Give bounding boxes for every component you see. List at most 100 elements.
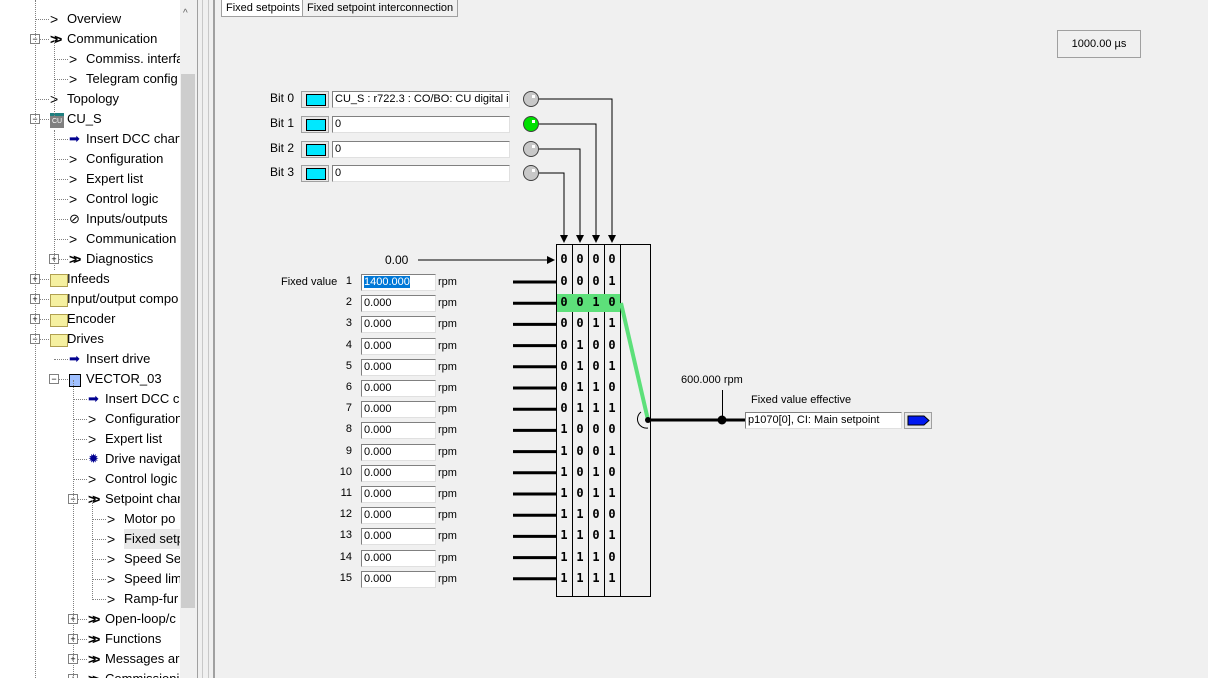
tree-item[interactable]: >Ramp-fur bbox=[0, 589, 180, 609]
tab-fixed-setpoints[interactable]: Fixed setpoints bbox=[221, 0, 305, 17]
bit-cell: 1 bbox=[592, 570, 600, 585]
connector-button[interactable] bbox=[301, 91, 329, 108]
bit-cell: 0 bbox=[576, 443, 584, 458]
bit-cell: 0 bbox=[608, 380, 616, 394]
output-connector-button[interactable] bbox=[904, 412, 932, 429]
bit-status-led bbox=[523, 165, 539, 181]
bit-cell: 0 bbox=[592, 422, 600, 437]
scrollbar-thumb[interactable] bbox=[181, 74, 195, 608]
output-value: 600.000 rpm bbox=[681, 374, 743, 386]
fixed-value-input[interactable]: 0.000 bbox=[361, 337, 436, 355]
tree-item[interactable]: ✹Drive navigat bbox=[0, 449, 180, 469]
connector-button[interactable] bbox=[301, 165, 329, 182]
bit-status-led bbox=[523, 116, 539, 132]
tree-item-label: Configuration bbox=[105, 411, 180, 426]
bit-cell: 1 bbox=[560, 507, 568, 522]
insert-icon: ➡ bbox=[69, 351, 80, 366]
unit-label: rpm bbox=[438, 403, 457, 416]
fixed-value-input[interactable]: 0.000 bbox=[361, 570, 436, 588]
tree-item[interactable]: >Commiss. interfa bbox=[0, 49, 180, 69]
unit-label: rpm bbox=[438, 318, 457, 331]
bit-label: Bit 2 bbox=[270, 141, 295, 155]
bit-cell: 1 bbox=[560, 528, 568, 543]
fixed-value-index: 4 bbox=[345, 338, 352, 351]
double-chevron-icon: >> bbox=[88, 669, 101, 678]
fixed-value-input[interactable]: 0.000 bbox=[361, 528, 436, 546]
tree-item[interactable]: ➡Insert DCC cl bbox=[0, 389, 180, 409]
tree-item[interactable]: +Encoder bbox=[0, 309, 180, 329]
fixed-value-input[interactable]: 0.000 bbox=[361, 358, 436, 376]
chevron-icon: > bbox=[69, 151, 78, 167]
fixed-value-input[interactable]: 1400.000 bbox=[361, 274, 436, 291]
connector-button[interactable] bbox=[301, 141, 329, 158]
splitter[interactable] bbox=[197, 0, 214, 678]
fixed-value-input[interactable]: 0.000 bbox=[361, 486, 436, 503]
tree-item[interactable]: >Configuration bbox=[0, 149, 180, 169]
scroll-up-icon[interactable]: ^ bbox=[183, 8, 188, 19]
fixed-value-input[interactable]: 0.000 bbox=[361, 316, 436, 334]
fixed-value-index: 9 bbox=[345, 444, 352, 457]
tree-item[interactable]: >Expert list bbox=[0, 429, 180, 449]
fixed-value-input[interactable]: 0.000 bbox=[361, 380, 436, 397]
fixed-value-input[interactable]: 0.000 bbox=[361, 507, 436, 525]
bit-source-field[interactable]: CU_S : r722.3 : CO/BO: CU digital in bbox=[332, 91, 510, 108]
tree-item[interactable]: >Fixed setp bbox=[0, 529, 180, 549]
tree-item-label: Fixed setp bbox=[124, 529, 180, 549]
tree-item[interactable]: ➡Insert DCC chart bbox=[0, 129, 180, 149]
bit-wire bbox=[539, 98, 613, 236]
tree-item[interactable]: >Motor po bbox=[0, 509, 180, 529]
tree-item[interactable]: >Expert list bbox=[0, 169, 180, 189]
fixed-value-index: 14 bbox=[339, 550, 352, 563]
fixed-value-input[interactable]: 0.000 bbox=[361, 401, 436, 419]
tree-item[interactable]: >Control logic bbox=[0, 189, 180, 209]
bit-cell: 1 bbox=[592, 380, 600, 394]
project-tree[interactable]: >Overview − > >Communication >Commiss. inter… bbox=[0, 0, 180, 678]
tree-item-label: Topology bbox=[67, 91, 120, 106]
bit-cell: 0 bbox=[592, 507, 600, 522]
tree-item[interactable]: ➡Insert drive bbox=[0, 349, 180, 369]
tree-item-label: VECTOR_03 bbox=[86, 371, 162, 386]
bit-label: Bit 3 bbox=[270, 165, 295, 179]
bit-source-field[interactable]: 0 bbox=[332, 165, 510, 182]
control-unit-icon: CU bbox=[50, 109, 64, 129]
bit-source-field[interactable]: 0 bbox=[332, 141, 510, 158]
tree-item-label: Commissioni bbox=[105, 669, 179, 678]
arrow-icon bbox=[560, 235, 568, 243]
tree-item[interactable]: >Control logic bbox=[0, 469, 180, 489]
bit-source-field[interactable]: 0 bbox=[332, 116, 510, 133]
bit-cell: 0 bbox=[560, 401, 568, 416]
tree-item[interactable]: >Overview bbox=[0, 9, 180, 29]
tree-item[interactable]: − VECTOR_03 bbox=[0, 369, 180, 389]
fixed-value-input[interactable]: 0.000 bbox=[361, 464, 436, 482]
bit-cell: 0 bbox=[560, 337, 568, 352]
bit-cell: 0 bbox=[608, 337, 616, 352]
connector-button[interactable] bbox=[301, 116, 329, 133]
fixed-value-input[interactable]: 0.000 bbox=[361, 295, 436, 313]
bit-cell: 0 bbox=[576, 464, 584, 479]
chevron-icon: > bbox=[107, 551, 116, 567]
folder-icon bbox=[50, 309, 68, 333]
tab-fixed-setpoint-interconnection[interactable]: Fixed setpoint interconnection bbox=[302, 0, 459, 17]
bit-cell: 0 bbox=[576, 274, 584, 288]
tree-item[interactable]: >Communication bbox=[0, 229, 180, 249]
fixed-value-input[interactable]: 0.000 bbox=[361, 549, 436, 567]
chevron-icon: > bbox=[69, 51, 78, 67]
bit-cell: 1 bbox=[608, 570, 616, 585]
tree-item[interactable]: ⊘Inputs/outputs bbox=[0, 209, 180, 229]
tree-item-label: Expert list bbox=[105, 431, 163, 446]
tree-item-label: Messages ar bbox=[105, 651, 180, 666]
tree-item[interactable]: >Configuration bbox=[0, 409, 180, 429]
bit-cell: 0 bbox=[608, 252, 616, 266]
tree-item[interactable]: >Speed Se bbox=[0, 549, 180, 569]
tree-item[interactable]: >Speed lim bbox=[0, 569, 180, 589]
fixed-value-index: 8 bbox=[345, 423, 352, 436]
expand-toggle[interactable]: − bbox=[49, 374, 59, 384]
bit-cell: 1 bbox=[608, 401, 616, 416]
unit-label: rpm bbox=[438, 530, 457, 543]
bit-cell: 1 bbox=[608, 274, 616, 288]
output-target-field[interactable]: p1070[0], CI: Main setpoint bbox=[745, 412, 902, 429]
fixed-value-input[interactable]: 0.000 bbox=[361, 422, 436, 440]
fixed-value-input[interactable]: 0.000 bbox=[361, 443, 436, 461]
tree-item[interactable]: >Telegram config bbox=[0, 69, 180, 89]
